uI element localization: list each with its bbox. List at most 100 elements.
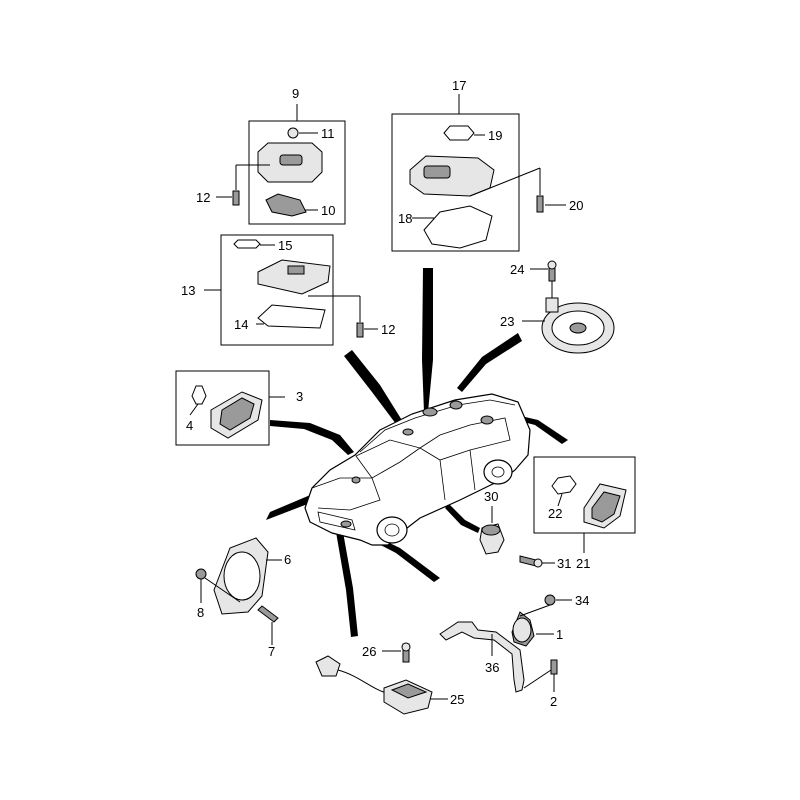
car-rear-wheel (483, 459, 513, 485)
callout-23: 23 (500, 314, 514, 329)
car-door-line (439, 449, 476, 501)
group-17-frame (391, 113, 520, 252)
nut-icon (195, 568, 207, 580)
callout-2: 2 (550, 694, 557, 709)
callout-18: 18 (398, 211, 412, 226)
screw-icon (550, 659, 558, 675)
festoon-bulb-icon (233, 239, 261, 249)
callout-30: 30 (484, 489, 498, 504)
front-speaker-group (195, 537, 282, 645)
map-lamp-unit (257, 259, 331, 295)
bulb-icon (191, 385, 207, 405)
horn-bracket (439, 621, 525, 693)
car-rear-hub (491, 466, 505, 478)
callout-36: 36 (485, 660, 499, 675)
sweep-roof-center (422, 268, 433, 412)
callout-15: 15 (278, 238, 292, 253)
callout-22: 22 (548, 506, 562, 521)
car-front-wheel (376, 516, 408, 544)
dome-lamp-lens (423, 205, 493, 249)
callout-1: 1 (556, 627, 563, 642)
switch-buttons (390, 683, 428, 699)
callout-19: 19 (488, 128, 502, 143)
car-body (304, 393, 531, 546)
callout-14: 14 (234, 317, 248, 332)
callout-31: 31 (557, 556, 571, 571)
car-roof-lamp-marker (422, 407, 438, 417)
callout-26: 26 (362, 644, 376, 659)
callout-6: 6 (284, 552, 291, 567)
callout-24: 24 (510, 262, 524, 277)
courtesy-lamp-lens (219, 397, 255, 431)
car-silhouette (304, 393, 531, 546)
car-grille (317, 511, 356, 531)
car-hood (311, 477, 381, 511)
horn-face (512, 617, 532, 643)
speaker-bracket (545, 297, 559, 313)
speaker-center (569, 322, 587, 334)
car-front-hub (384, 523, 400, 537)
screw-head (533, 558, 543, 568)
callout-12-upper: 12 (196, 190, 210, 205)
bulb-icon (287, 127, 299, 139)
callout-3: 3 (296, 389, 303, 404)
sweep-sensor (445, 504, 480, 533)
callout-12-lower: 12 (381, 322, 395, 337)
connector-plug (315, 655, 341, 677)
map-lamp-lens (257, 304, 326, 329)
dome-lamp-housing (409, 155, 495, 197)
callout-10: 10 (321, 203, 335, 218)
horn-group (439, 594, 572, 693)
callout-13: 13 (181, 283, 195, 298)
group-21-trunk-lamp (533, 456, 636, 553)
festoon-bulb-icon (551, 475, 577, 495)
screw-icon (232, 190, 240, 206)
callout-9: 9 (292, 86, 299, 101)
callout-4: 4 (186, 418, 193, 433)
group-9-overhead-lamp (216, 104, 346, 225)
screw-icon (257, 605, 279, 623)
car-front-marker (340, 520, 352, 528)
sweep-switch (336, 532, 358, 637)
group-3-courtesy-lamp (175, 370, 285, 446)
screw-head (547, 260, 557, 270)
sensor-head (481, 524, 501, 536)
sensor-group (479, 506, 555, 568)
callout-8: 8 (197, 605, 204, 620)
harness-wire (337, 669, 391, 695)
car-pillar-marker (351, 476, 361, 484)
group-3-frame (175, 370, 270, 446)
sweep-rear-speaker (457, 333, 522, 392)
car-rear-marker (480, 415, 494, 425)
car-speaker-marker (449, 400, 463, 410)
sweep-left-lamp (270, 420, 354, 455)
map-lamp-switch (287, 265, 305, 275)
group-13-map-lamp (204, 234, 378, 346)
nut-icon (544, 594, 556, 606)
callout-25: 25 (450, 692, 464, 707)
callout-labels: 1 2 3 4 6 7 8 9 10 11 12 12 13 14 15 17 … (181, 78, 590, 709)
callout-34: 34 (575, 593, 589, 608)
callout-21: 21 (576, 556, 590, 571)
lamp-switch (279, 154, 303, 166)
rear-speaker-group (522, 260, 615, 354)
callout-20: 20 (569, 198, 583, 213)
car-windshield (355, 439, 421, 479)
dome-lamp-switch (423, 165, 451, 179)
callout-7: 7 (268, 644, 275, 659)
screw-icon (356, 322, 364, 338)
festoon-bulb-icon (443, 125, 475, 141)
screw-head (401, 642, 411, 652)
screw-icon (536, 195, 544, 213)
group-17-dome-lamp (391, 94, 566, 252)
screw-icon (519, 555, 537, 567)
car-side-windows (419, 417, 511, 461)
lamp-lens (265, 193, 307, 217)
trunk-lamp-lens (591, 491, 621, 523)
sweep-roof-left (344, 350, 408, 432)
callout-17: 17 (452, 78, 466, 93)
callout-11: 11 (321, 126, 335, 141)
switch-group (315, 642, 448, 715)
speaker-adapter-hole (223, 551, 261, 601)
